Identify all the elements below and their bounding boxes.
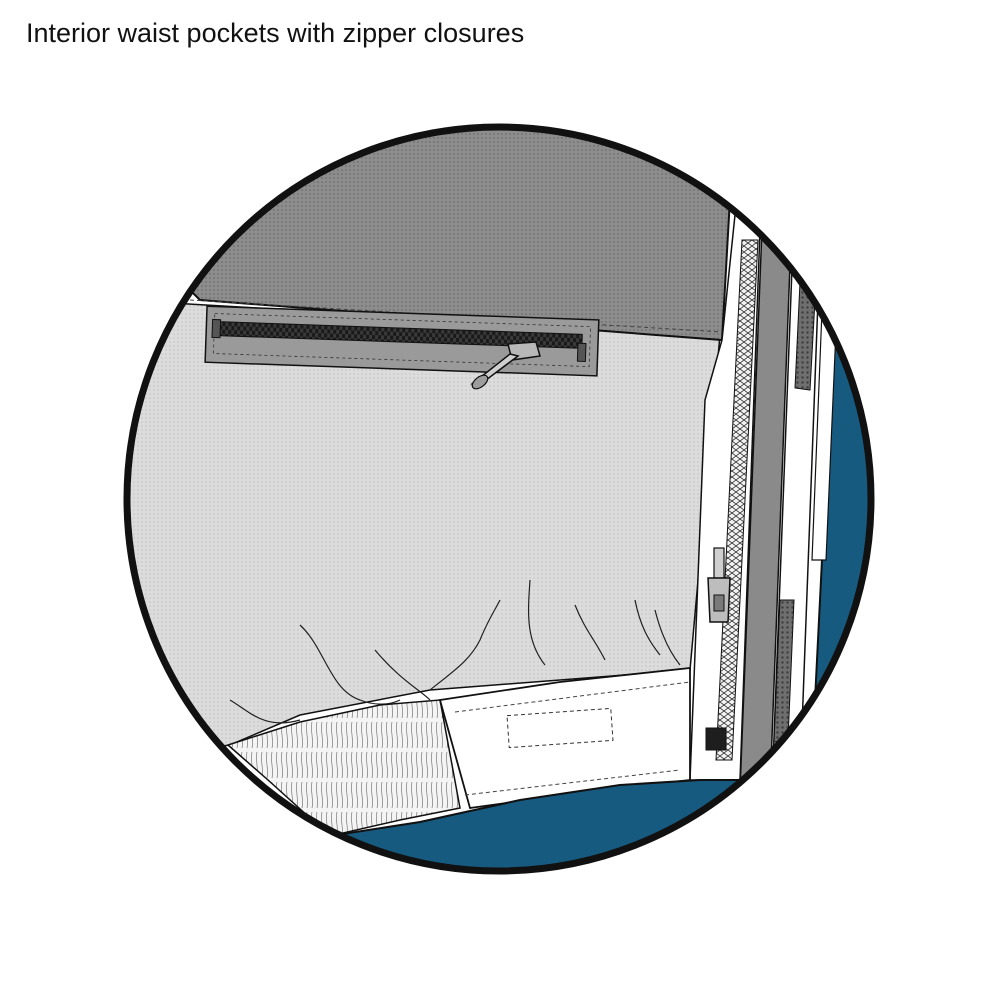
- fly-zipper: [689, 213, 837, 792]
- illustration-content: [127, 127, 871, 871]
- caption: Interior waist pockets with zipper closu…: [26, 18, 525, 48]
- detail-circle-outline: [123, 123, 875, 875]
- pocket-zipper: [204, 305, 600, 390]
- zipper-pull-icon: [705, 547, 731, 751]
- elastic-waistband: [226, 699, 461, 837]
